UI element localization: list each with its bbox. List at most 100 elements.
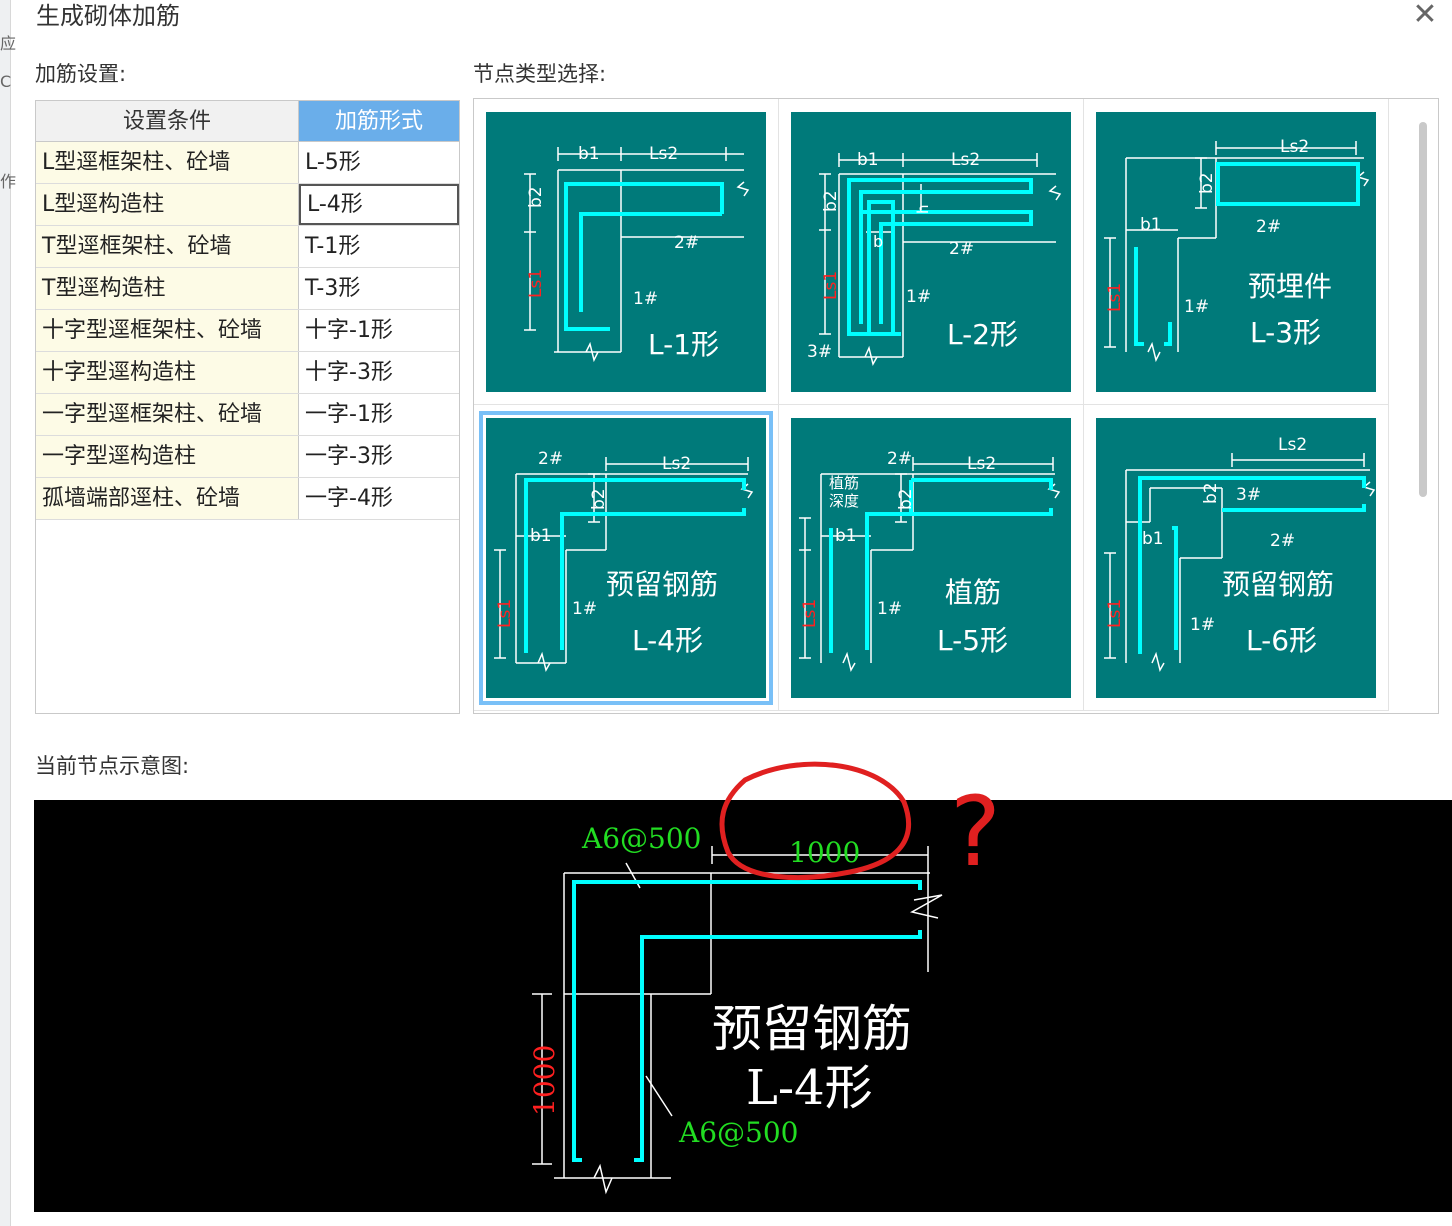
table-row[interactable]: 十字型逕框架柱、砼墙 十字-1形 xyxy=(36,310,459,352)
thumb-name: L-5形 xyxy=(937,624,1008,657)
l2-diagram[interactable]: b1 Ls2 b2 Ls1 h b 2# 1# 3# L-2形 xyxy=(791,112,1071,392)
condition-cell[interactable]: 一字型逕构造柱 xyxy=(36,436,299,477)
rebar-label: 2# xyxy=(1256,217,1281,237)
column-header-form[interactable]: 加筋形式 xyxy=(299,101,459,142)
settings-section-label: 加筋设置: xyxy=(35,62,127,86)
settings-table: 设置条件 加筋形式 L型逕框架柱、砼墙 L-5形 L型逕构造柱 L-4形 T型逕… xyxy=(35,100,460,714)
table-row[interactable]: 孤墙端部逕柱、砼墙 一字-4形 xyxy=(36,478,459,520)
table-row[interactable]: L型逕构造柱 L-4形 xyxy=(36,184,459,226)
l1-diagram[interactable]: b1 Ls2 b2 Ls1 2# 1# L-1形 xyxy=(486,112,766,392)
dim-label: b2 xyxy=(589,488,609,510)
rebar-label: 1# xyxy=(1190,615,1215,635)
node-option-l3[interactable]: Ls2 b2 b1 Ls1 2# 1# 预埋件 L-3形 xyxy=(1084,99,1389,405)
l5-diagram[interactable]: 2# Ls2 b2 植筋 深度 b1 Ls1 1# 植筋 L-5形 xyxy=(791,418,1071,698)
red-circle-annotation xyxy=(719,761,911,880)
dim-label: b xyxy=(873,232,883,251)
condition-cell[interactable]: L型逕构造柱 xyxy=(36,184,299,225)
dim-label: Ls1 xyxy=(821,271,841,300)
thumb-name: L-3形 xyxy=(1250,316,1321,349)
dialog-title: 生成砌体加筋 xyxy=(36,2,180,30)
thumb-name: L-2形 xyxy=(947,318,1018,351)
gallery-scrollbar[interactable] xyxy=(1419,122,1427,497)
dim-label: b1 xyxy=(1142,529,1164,549)
rebar-label: 2# xyxy=(949,239,974,259)
thumb-background xyxy=(486,112,766,392)
form-cell[interactable]: L-5形 xyxy=(305,150,361,175)
condition-cell[interactable]: 十字型逕构造柱 xyxy=(36,352,299,393)
background-glyph: C xyxy=(0,72,12,91)
dim-label: b1 xyxy=(530,526,552,546)
background-glyph: 作 xyxy=(0,172,17,191)
top-rebar-label: A6@500 xyxy=(581,822,701,855)
table-row[interactable]: T型逕框架柱、砼墙 T-1形 xyxy=(36,226,459,268)
dim-label: b1 xyxy=(578,144,600,164)
node-type-gallery: b1 Ls2 b2 Ls1 2# 1# L-1形 xyxy=(473,98,1439,714)
form-cell[interactable]: 一字-3形 xyxy=(305,444,393,469)
table-row[interactable]: 一字型逕框架柱、砼墙 一字-1形 xyxy=(36,394,459,436)
form-cell[interactable]: 十字-1形 xyxy=(305,318,393,343)
condition-cell[interactable]: T型逕框架柱、砼墙 xyxy=(36,226,299,267)
condition-cell[interactable]: L型逕框架柱、砼墙 xyxy=(36,142,299,183)
dim-label: b1 xyxy=(835,526,857,546)
vertical-length-label: 1000 xyxy=(528,1045,561,1116)
dim-label: Ls1 xyxy=(526,269,546,298)
dim-label: Ls1 xyxy=(1105,283,1125,312)
background-window-edge: 应 C 作 xyxy=(0,0,16,1226)
l4-diagram-selected[interactable]: 2# Ls2 b2 b1 Ls1 1# 预留钢筋 L-4形 xyxy=(479,411,773,705)
thumb-name: L-6形 xyxy=(1246,624,1317,657)
thumb-background xyxy=(791,112,1071,392)
condition-cell[interactable]: T型逕构造柱 xyxy=(36,268,299,309)
dim-label: Ls2 xyxy=(662,454,691,474)
condition-cell[interactable]: 十字型逕框架柱、砼墙 xyxy=(36,310,299,351)
question-mark-annotation: ? xyxy=(950,776,1001,888)
node-option-l6[interactable]: Ls2 b2 3# 2# b1 Ls1 1# 预留钢筋 L-6形 xyxy=(1084,405,1389,711)
form-cell[interactable]: 十字-3形 xyxy=(305,360,393,385)
rebar-label: 2# xyxy=(538,449,563,469)
node-option-l1[interactable]: b1 Ls2 b2 Ls1 2# 1# L-1形 xyxy=(474,99,779,405)
rebar-label: 1# xyxy=(906,287,931,307)
table-row[interactable]: 一字型逕构造柱 一字-3形 xyxy=(36,436,459,478)
column-header-condition[interactable]: 设置条件 xyxy=(36,101,299,142)
rebar-label: 3# xyxy=(807,342,832,362)
thumb-background xyxy=(1096,418,1376,698)
dim-label: Ls2 xyxy=(649,144,678,164)
form-cell[interactable]: T-3形 xyxy=(305,276,361,301)
form-cell-selected[interactable]: L-4形 xyxy=(299,184,459,225)
dim-label: Ls1 xyxy=(1105,599,1125,628)
thumb-caption: 预留钢筋 xyxy=(1222,568,1334,601)
rebar-label: 3# xyxy=(1236,485,1261,505)
form-cell[interactable]: 一字-4形 xyxy=(305,486,393,511)
l3-diagram[interactable]: Ls2 b2 b1 Ls1 2# 1# 预埋件 L-3形 xyxy=(1096,112,1376,392)
rebar-label: 1# xyxy=(572,599,597,619)
dim-label: Ls2 xyxy=(1278,435,1307,455)
dim-label: b1 xyxy=(857,150,879,170)
node-type-section-label: 节点类型选择: xyxy=(473,62,607,86)
dim-label: Ls2 xyxy=(951,150,980,170)
table-row[interactable]: 十字型逕构造柱 十字-3形 xyxy=(36,352,459,394)
depth-label: 深度 xyxy=(829,492,859,510)
rebar-label: 2# xyxy=(674,233,699,253)
dim-label: b1 xyxy=(1140,215,1162,235)
form-cell[interactable]: 一字-1形 xyxy=(305,402,393,427)
rebar-label: 2# xyxy=(1270,531,1295,551)
dim-label: Ls1 xyxy=(800,599,820,628)
node-option-l5[interactable]: 2# Ls2 b2 植筋 深度 b1 Ls1 1# 植筋 L-5形 xyxy=(779,405,1084,711)
dim-label: Ls2 xyxy=(1280,137,1309,157)
dim-label: b2 xyxy=(526,186,546,208)
dim-label: b2 xyxy=(821,190,841,212)
table-row[interactable]: T型逕构造柱 T-3形 xyxy=(36,268,459,310)
rebar-label: 1# xyxy=(1184,297,1209,317)
node-option-l2[interactable]: b1 Ls2 b2 Ls1 h b 2# 1# 3# L-2形 xyxy=(779,99,1084,405)
condition-cell[interactable]: 孤墙端部逕柱、砼墙 xyxy=(36,478,299,519)
node-preview-diagram: A6@500 1000 1000 A6@500 预留钢筋 L-4形 xyxy=(528,822,943,1195)
table-row[interactable]: L型逕框架柱、砼墙 L-5形 xyxy=(36,142,459,184)
background-glyph: 应 xyxy=(0,34,17,53)
node-option-l4[interactable]: 2# Ls2 b2 b1 Ls1 1# 预留钢筋 L-4形 xyxy=(474,405,779,711)
thumb-name: L-1形 xyxy=(648,328,719,361)
l6-diagram[interactable]: Ls2 b2 3# 2# b1 Ls1 1# 预留钢筋 L-6形 xyxy=(1096,418,1376,698)
form-cell[interactable]: T-1形 xyxy=(305,234,361,259)
condition-cell[interactable]: 一字型逕框架柱、砼墙 xyxy=(36,394,299,435)
close-button[interactable]: ✕ xyxy=(1412,0,1438,32)
depth-label: 植筋 xyxy=(829,474,859,492)
